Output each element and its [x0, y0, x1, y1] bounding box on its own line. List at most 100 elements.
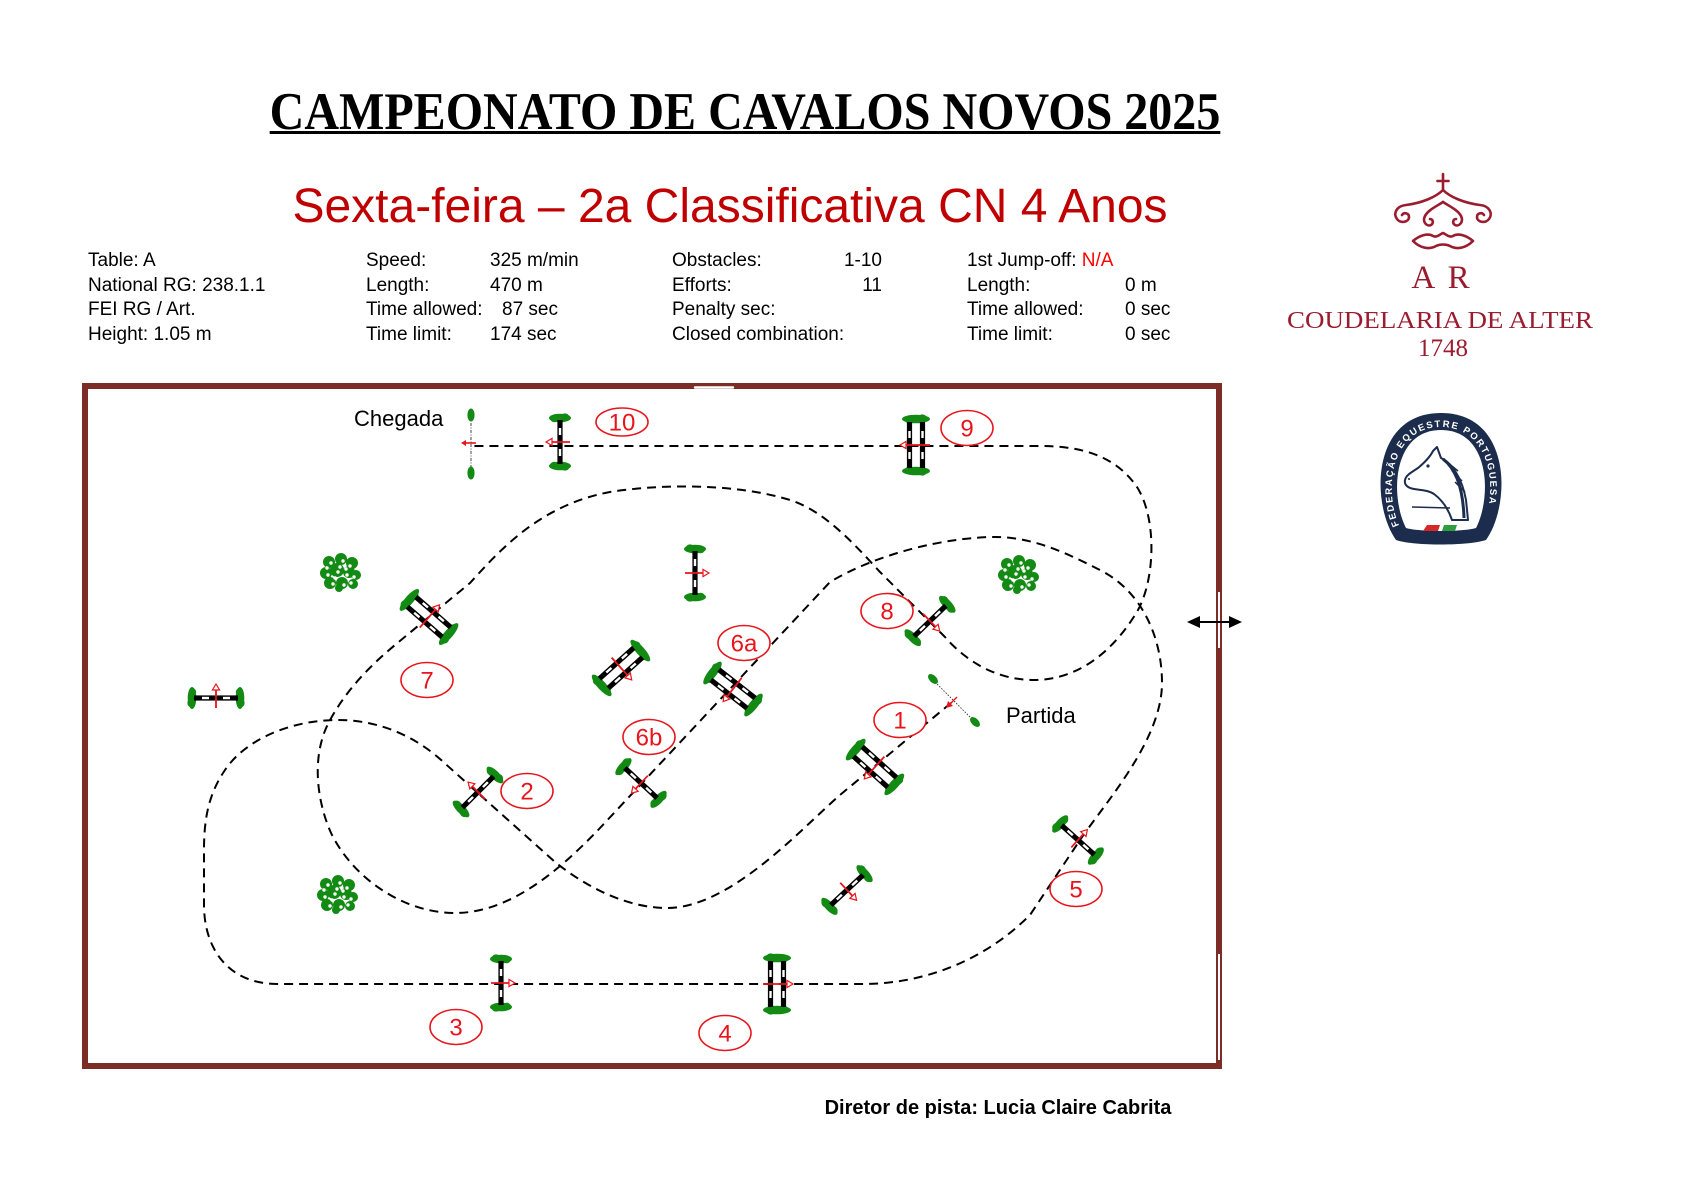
fence-wing — [490, 954, 512, 964]
flag-green-stripe — [1442, 525, 1457, 531]
obstacle-number-badge: 10 — [595, 407, 649, 437]
fence-wing — [684, 544, 706, 554]
obstacle-number-badge: 3 — [429, 1008, 483, 1046]
obstacle-number-badge: 5 — [1049, 870, 1103, 908]
obstacle-number: 1 — [893, 708, 906, 735]
info-row-fei-rg: FEI RG / Art. — [88, 298, 265, 323]
double-arrow-icon — [1187, 616, 1242, 628]
fence-wing — [763, 953, 791, 963]
obstacle-number-badge: 2 — [500, 772, 554, 810]
obstacle-number: 8 — [880, 599, 893, 626]
info-label: National RG: — [88, 274, 197, 296]
info-label: Time limit: — [366, 323, 452, 345]
direction-arrow — [685, 568, 711, 578]
info-value-highlight: N/A — [1081, 250, 1114, 271]
logo-year: 1748 — [1418, 335, 1468, 362]
start-post — [970, 717, 980, 727]
info-value: 0 sec — [1125, 299, 1171, 320]
fence-wing — [902, 414, 930, 424]
info-value: 87 sec — [502, 299, 558, 320]
direction-arrow — [839, 882, 858, 902]
obstacle-number: 5 — [1069, 877, 1082, 904]
info-label: Penalty sec: — [672, 299, 776, 320]
info-row-jump-off-length: Length:0 m — [967, 274, 1157, 299]
obstacle-number-badge: 1 — [873, 701, 927, 739]
fence-wing — [187, 687, 197, 709]
obstacle-number: 4 — [718, 1021, 731, 1048]
crown-arch — [1441, 188, 1492, 224]
fence-wing — [1087, 847, 1104, 865]
fence-wing — [904, 629, 921, 647]
obstacle-2 — [452, 766, 504, 818]
obstacle-number-badge: 9 — [940, 409, 994, 447]
course-designer: Diretor de pista: Lucia Claire Cabrita — [824, 1097, 1172, 1119]
badge-outline — [400, 661, 454, 699]
start-label: Partida — [1006, 703, 1076, 728]
info-value: 1-10 — [843, 250, 882, 271]
obstacle-6b — [615, 758, 667, 808]
logo-monogram: A R — [1411, 260, 1472, 296]
course-info-general: Table: A National RG: 238.1.1 FEI RG / A… — [88, 249, 265, 347]
direction-arrow — [1070, 828, 1089, 849]
obstacle-number: 7 — [420, 668, 433, 695]
bush-icon — [317, 875, 358, 914]
info-label: FEI RG / Art. — [88, 299, 196, 320]
info-row-penalty: Penalty sec: — [672, 298, 882, 323]
direction-arrow — [544, 437, 570, 447]
bush-icon — [320, 553, 361, 592]
fence-wing — [902, 466, 930, 476]
fep-logo: FEDERAÇÃO EQUESTRE PORTUGUESA — [1380, 413, 1502, 545]
course-info-jump-off: 1st Jump-off: N/A Length:0 m Time allowe… — [967, 249, 1170, 347]
obstacle-7 — [399, 589, 459, 645]
obstacle-number: 6b — [636, 725, 663, 752]
obstacle-number: 9 — [960, 416, 973, 443]
info-row-obstacles: Obstacles:1-10 — [672, 249, 882, 274]
info-row-speed: Speed:325 m/min — [366, 249, 579, 274]
info-row-efforts: Efforts:11 — [672, 274, 882, 299]
fence-wing — [615, 758, 632, 776]
info-row-jump-off-time-allowed: Time allowed:0 sec — [967, 298, 1170, 323]
direction-arrow — [922, 613, 941, 632]
badge-outline — [940, 409, 994, 447]
obstacle-number: 3 — [449, 1015, 462, 1042]
info-row-height: Height: 1.05 m — [88, 323, 265, 348]
crown-inner-arch — [1422, 200, 1445, 227]
start-post — [928, 674, 938, 684]
finish-label: Chegada — [354, 406, 444, 431]
badge-outline — [595, 407, 649, 437]
badge-outline — [873, 701, 927, 739]
course-route — [203, 445, 1164, 985]
fence-wing — [486, 766, 504, 784]
info-label: Table: — [88, 250, 139, 271]
obstacle-6a — [703, 661, 763, 717]
direction-arrow — [898, 440, 930, 450]
info-label: Time allowed: — [366, 299, 483, 320]
fence-wing — [235, 687, 245, 709]
fence-wing — [452, 800, 470, 818]
obstacle-5 — [1052, 815, 1104, 865]
obstacle-number: 10 — [609, 410, 636, 437]
info-value: 470 m — [490, 274, 543, 296]
logo-name: COUDELARIA DE ALTER — [1287, 308, 1593, 334]
fence-wing — [1052, 815, 1069, 833]
badge-outline — [429, 1008, 483, 1046]
info-value: 11 — [862, 274, 882, 296]
obstacle-unnumbered — [684, 544, 711, 602]
bush-icon — [998, 555, 1039, 594]
info-label: Length: — [967, 274, 1031, 296]
info-label: Time limit: — [967, 323, 1053, 345]
obstacle-3 — [490, 954, 517, 1012]
finish-post — [467, 408, 475, 422]
info-row-closed-combination: Closed combination: — [672, 323, 882, 348]
arena-border — [82, 383, 1222, 1069]
course-info-speed: Speed:325 m/min Length:470 m Time allowe… — [366, 249, 579, 347]
badge-outline — [860, 592, 914, 630]
coudelaria-de-alter-logo: A R COUDELARIA DE ALTER 1748 — [1287, 172, 1593, 362]
fence-wing — [821, 897, 838, 915]
obstacle-number: 2 — [520, 779, 533, 806]
direction-arrow — [419, 604, 441, 629]
direction-arrow — [211, 682, 221, 708]
fence-wing — [549, 413, 571, 423]
